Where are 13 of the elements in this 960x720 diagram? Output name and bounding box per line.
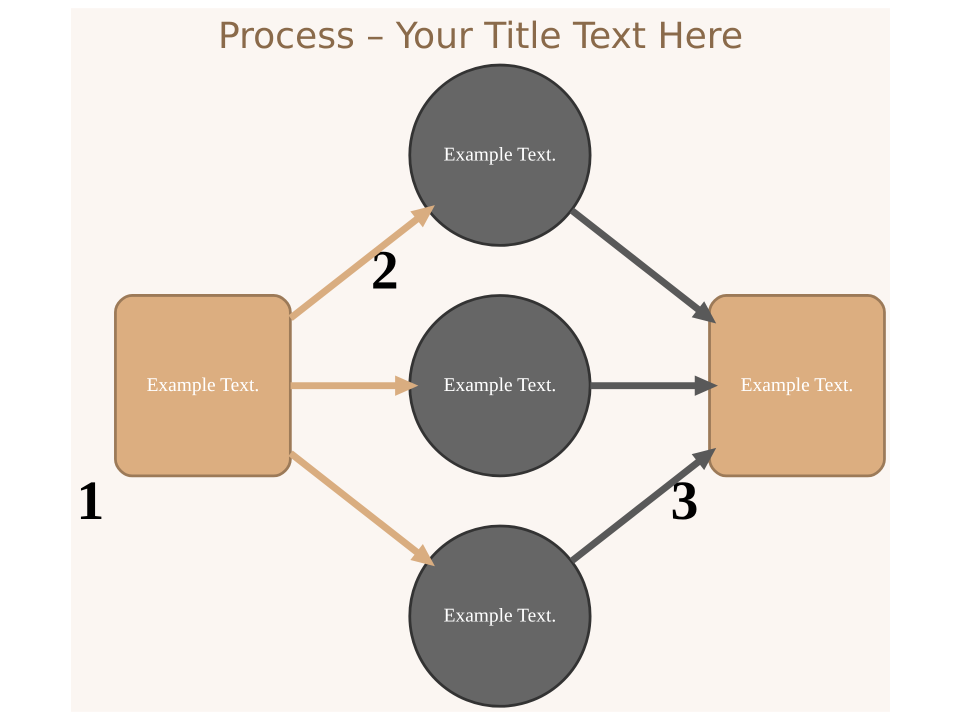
node-label: 2 [370,240,398,302]
arrow [569,448,716,564]
node-box: Example Text. [114,294,292,478]
node-box: Example Text. [708,294,886,478]
arrow [288,205,434,321]
arrow [290,376,418,396]
node-label: 3 [670,470,698,532]
arrow [288,450,434,566]
arrow [569,208,716,324]
node-label: 1 [76,470,104,532]
diagram-title: Process – Your Title Text Here [217,15,743,58]
node-circle: Example Text. [408,294,591,478]
arrow [590,376,718,396]
